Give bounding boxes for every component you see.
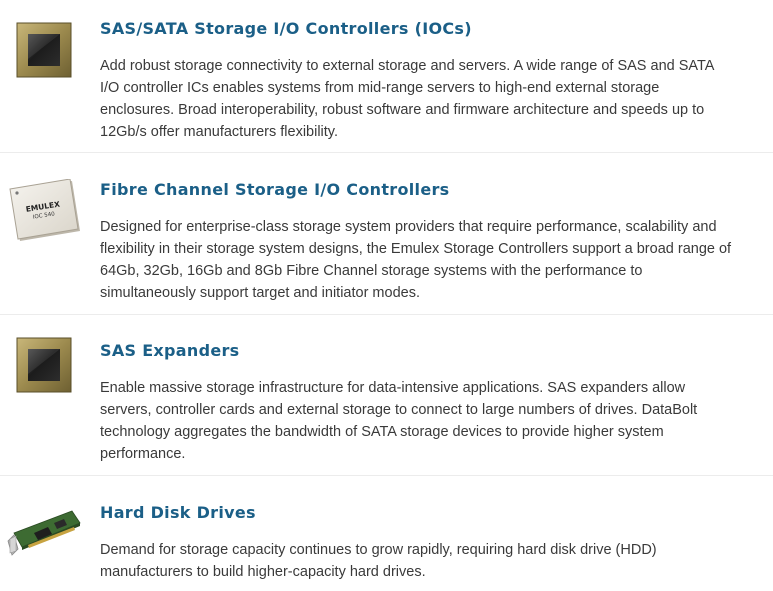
description-line: manufacturers to build higher-capacity h… [100, 564, 426, 580]
product-title-link[interactable]: SAS Expanders [100, 341, 240, 360]
emulex-chip-icon[interactable]: EMULEX IOC 540 [0, 167, 88, 255]
description-line: flexibility in their storage system desi… [100, 241, 732, 257]
product-content: Hard Disk Drives Demand for storage capa… [100, 503, 773, 583]
product-content: SAS/SATA Storage I/O Controllers (IOCs) … [100, 19, 773, 143]
description-line: performance. [100, 446, 186, 462]
product-content: SAS Expanders Enable massive storage inf… [100, 341, 773, 465]
description-line: Enable massive storage infrastructure fo… [100, 380, 686, 396]
description-line: servers, controller cards and external s… [100, 402, 698, 418]
description-line: technology aggregates the bandwidth of S… [100, 424, 664, 440]
description-line: simultaneously support target and initia… [100, 285, 420, 301]
description-line: 12Gb/s offer manufacturers flexibility. [100, 124, 339, 140]
row-divider [0, 314, 773, 315]
description-line: 64Gb, 32Gb, 16Gb and 8Gb Fibre Channel s… [100, 263, 643, 279]
pcie-card-icon[interactable] [0, 488, 88, 576]
product-description: Demand for storage capacity continues to… [100, 539, 773, 583]
product-content: Fibre Channel Storage I/O Controllers De… [100, 180, 773, 304]
product-row-fibre-channel: EMULEX IOC 540 Fibre Channel Storage I/O… [0, 153, 773, 315]
product-description: Enable massive storage infrastructure fo… [100, 377, 773, 465]
product-row-sas-sata-ioc: SAS/SATA Storage I/O Controllers (IOCs) … [0, 0, 773, 153]
product-row-sas-expanders: SAS Expanders Enable massive storage inf… [0, 315, 773, 476]
product-row-hard-disk-drives: Hard Disk Drives Demand for storage capa… [0, 476, 773, 591]
row-divider [0, 152, 773, 153]
chip-model-label: IOC 540 [33, 211, 56, 220]
description-line: Designed for enterprise-class storage sy… [100, 219, 717, 235]
product-title-link[interactable]: SAS/SATA Storage I/O Controllers (IOCs) [100, 19, 472, 38]
row-divider [0, 475, 773, 476]
chip-icon[interactable] [0, 6, 88, 94]
product-title-link[interactable]: Fibre Channel Storage I/O Controllers [100, 180, 450, 199]
description-line: Add robust storage connectivity to exter… [100, 58, 715, 74]
description-line: I/O controller ICs enables systems from … [100, 80, 660, 96]
description-line: Demand for storage capacity continues to… [100, 542, 657, 558]
description-line: enclosures. Broad interoperability, robu… [100, 102, 705, 118]
chip-icon[interactable] [0, 321, 88, 409]
product-description: Add robust storage connectivity to exter… [100, 55, 773, 143]
product-description: Designed for enterprise-class storage sy… [100, 216, 773, 304]
product-title-link[interactable]: Hard Disk Drives [100, 503, 256, 522]
